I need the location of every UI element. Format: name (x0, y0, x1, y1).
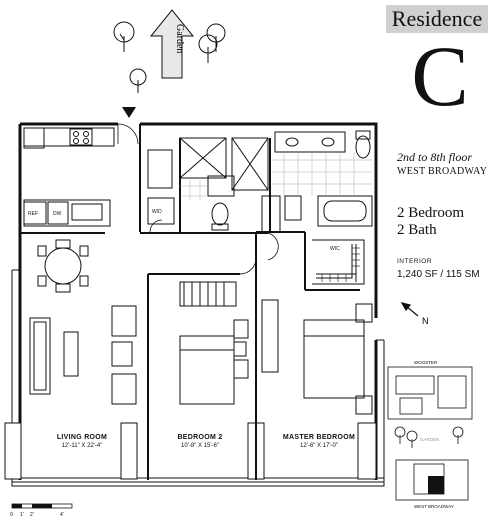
street-name: WEST BROADWAY (397, 166, 488, 177)
columns (4, 422, 377, 480)
north-arrow-icon (400, 302, 419, 317)
bedroom-count: 2 Bedroom (397, 205, 465, 221)
garden-key-label: GARDEN (420, 437, 439, 442)
master-bath (231, 130, 373, 233)
room-dims: 12'-6" X 17'-0" (300, 443, 338, 449)
interior-walls (20, 124, 360, 480)
dw-label: DW (53, 211, 62, 217)
key-trees (394, 426, 464, 448)
room-name: MASTER BEDROOM (282, 434, 356, 441)
closet-hangers (321, 247, 360, 282)
master-bedroom-label: MASTER BEDROOM 12'-6" X 17'-0" (264, 434, 374, 449)
door-swings (117, 123, 279, 275)
bedroom-2-label: BEDROOM 2 10'-8" X 15'-6" (155, 434, 245, 449)
wic-label: WIC (330, 246, 340, 252)
scale-bar (11, 503, 73, 509)
north-label: N (422, 316, 429, 326)
dining-table (37, 239, 89, 293)
bedroom-2-furniture (179, 281, 249, 405)
unit-highlight (428, 476, 444, 494)
bath-2-tile (180, 178, 208, 200)
tree-icon (129, 68, 147, 93)
wd-label: W/D (152, 209, 162, 215)
window-strip (11, 269, 385, 487)
living-room-label: LIVING ROOM 12'-11" X 22'-4" (32, 434, 132, 449)
west-broadway-key-label: WEST BROADWAY (414, 504, 454, 509)
key-plan (387, 366, 473, 501)
room-dims: 12'-11" X 22'-4" (61, 443, 103, 449)
tree-icon (198, 34, 218, 63)
garden-arrow-icon (149, 9, 195, 79)
wooster-label: WOOSTER (414, 360, 438, 365)
master-bedroom-furniture (261, 299, 373, 415)
tree-icon (113, 21, 135, 52)
floor-range: 2nd to 8th floor (397, 150, 473, 164)
room-name: LIVING ROOM (56, 434, 108, 441)
ref-label: REF (28, 211, 38, 217)
residence-letter: C (411, 28, 469, 124)
bathroom-2 (147, 137, 235, 231)
master-bath-tile (272, 152, 372, 196)
kitchen (23, 127, 115, 227)
garden-arrow-label: Garden (174, 24, 185, 53)
residence-title: Residence (386, 5, 488, 33)
room-dims: 10'-8" X 15'-6" (181, 443, 219, 449)
scale-4: 4' (60, 512, 64, 518)
scale-0: 0 (10, 512, 13, 518)
interior-area: 1,240 SF / 115 SM (397, 269, 480, 280)
scale-1: 1' (20, 512, 24, 518)
room-name: BEDROOM 2 (177, 434, 223, 441)
walk-in-closet (312, 239, 365, 285)
interior-label: INTERIOR (397, 258, 433, 265)
bath-count: 2 Bath (397, 222, 437, 238)
exterior-walls (18, 122, 378, 480)
living-furniture (29, 305, 137, 405)
entry-marker-icon (122, 107, 136, 118)
tree-icon (206, 23, 226, 52)
scale-2: 2' (30, 512, 34, 518)
